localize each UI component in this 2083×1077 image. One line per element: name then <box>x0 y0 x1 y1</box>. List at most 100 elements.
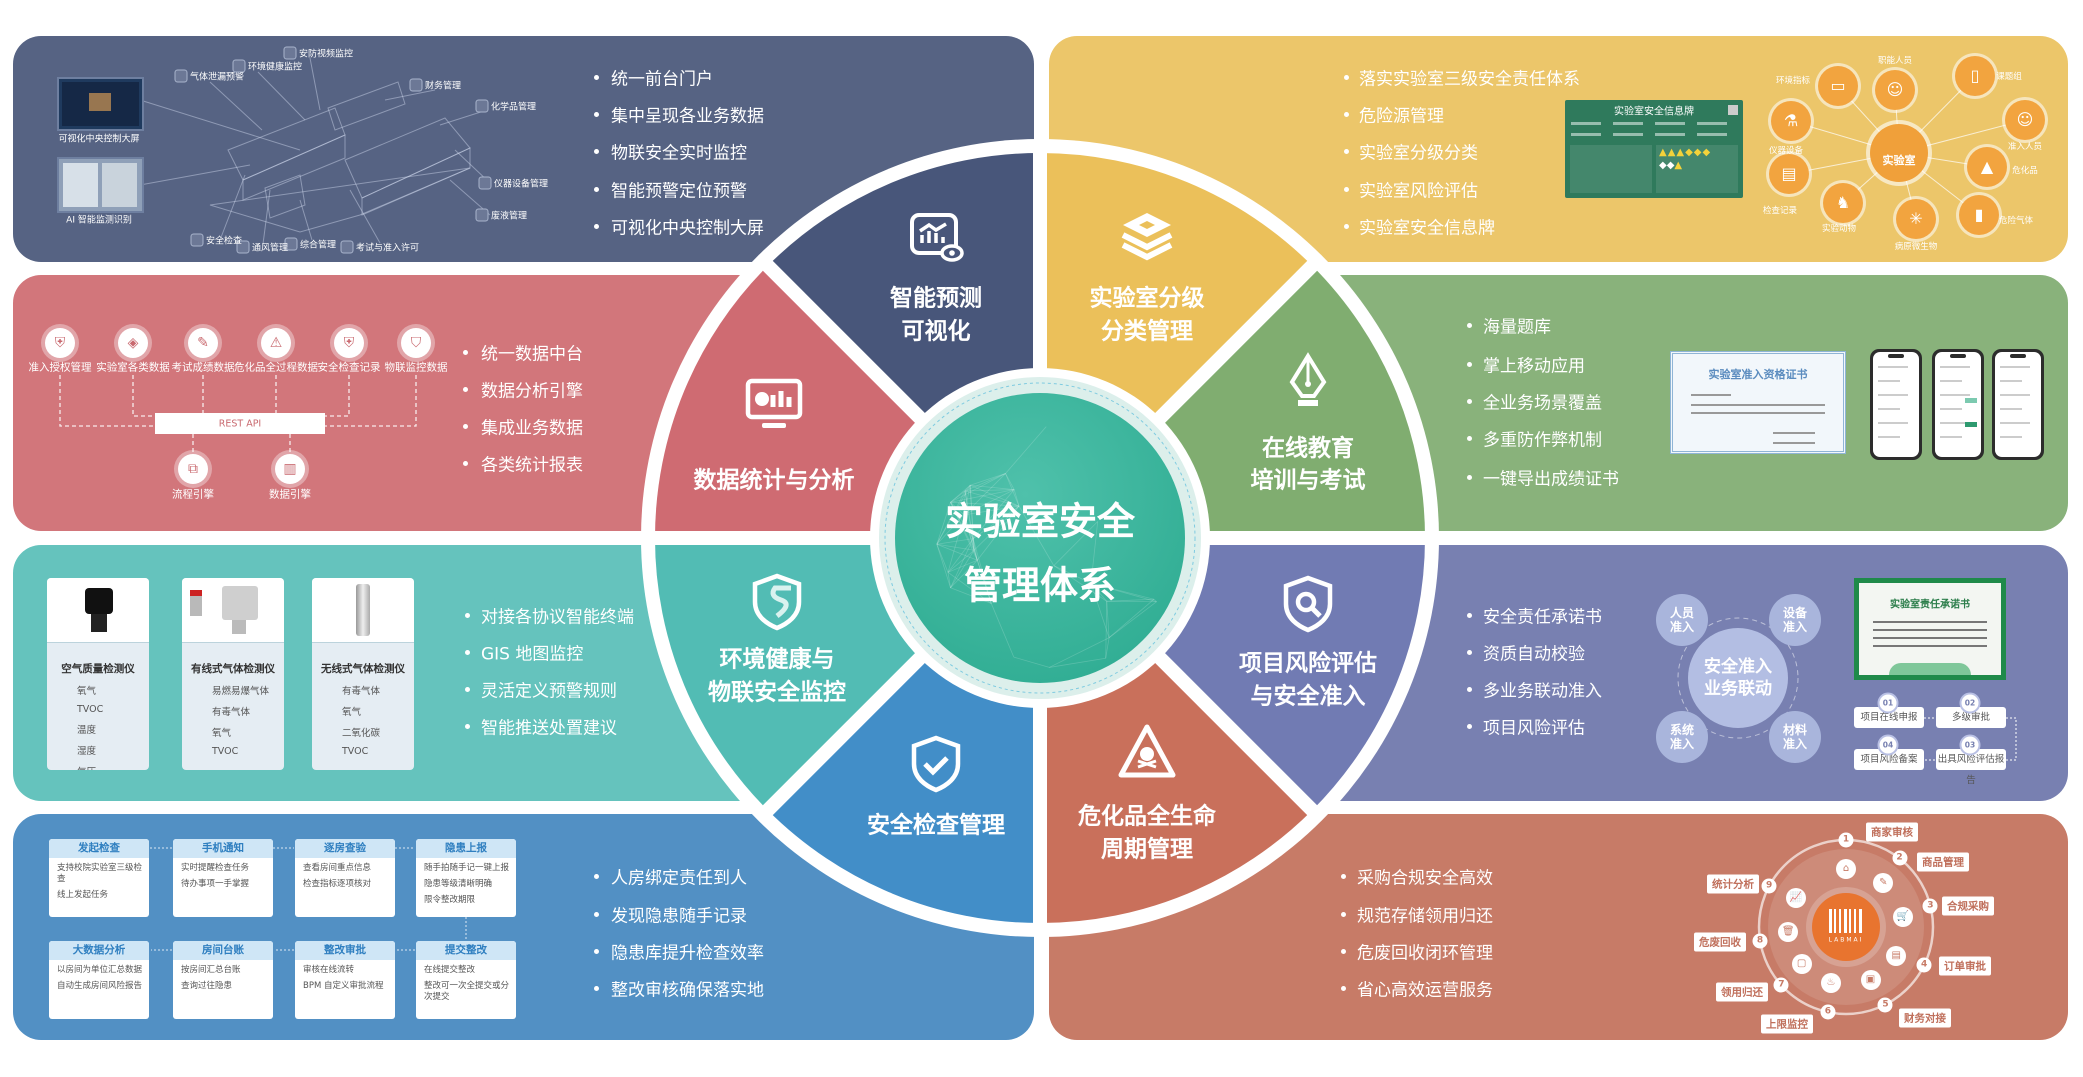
feature-bullet: 规范存储领用归还 <box>1357 906 1493 927</box>
bullet-dot <box>594 75 599 80</box>
module-title-line[interactable]: 周期管理 <box>1101 836 1193 863</box>
feature-bullet: 一键导出成绩证书 <box>1483 469 1619 490</box>
module-title-line[interactable]: 项目风险评估 <box>1239 650 1377 677</box>
device-card[interactable]: 空气质量检测仪氧气TVOC温度湿度气压 <box>47 578 149 770</box>
bullet-dot <box>1341 986 1346 991</box>
feature-bullet: 数据分析引擎 <box>481 381 583 402</box>
phone-content-line <box>1878 366 1908 368</box>
cycle-step-label[interactable]: 统计分析 <box>1707 874 1759 894</box>
admission-type-node: 设备准入 <box>1769 594 1821 646</box>
certificate-text-line <box>1691 404 1825 406</box>
wireframe-block <box>264 174 306 219</box>
phone-content-line <box>2000 408 2022 410</box>
connector-line <box>309 57 321 111</box>
connector-line <box>209 81 263 131</box>
module-title-line[interactable]: 可视化 <box>901 318 971 345</box>
admission-step[interactable]: 出具风险评估报告 <box>1936 749 2006 786</box>
phone-notch <box>1888 354 1904 358</box>
module-title-line[interactable]: 在线教育 <box>1262 435 1354 462</box>
shield-search-icon <box>1278 574 1338 634</box>
module-title-line[interactable]: 培训与考试 <box>1250 467 1366 494</box>
phone-content-line <box>1878 394 1908 396</box>
admission-type-label: 设备 <box>1782 606 1807 620</box>
cycle-step-icon: 🛒 <box>1893 906 1914 927</box>
cycle-step-label[interactable]: 财务对接 <box>1899 1008 1951 1028</box>
engine-label: 数据引擎 <box>269 488 311 501</box>
cycle-step-label[interactable]: 上限监控 <box>1761 1014 1813 1034</box>
module-node-icon <box>190 233 204 247</box>
certificate-text-line <box>1773 432 1815 434</box>
connector-line <box>219 174 246 241</box>
bullet-dot <box>465 650 470 655</box>
admission-step[interactable]: 项目风险备案 <box>1854 749 1924 770</box>
cycle-step-number: 3 <box>1922 898 1938 914</box>
cycle-step-label[interactable]: 合规采购 <box>1942 896 1994 916</box>
cycle-step-label[interactable]: 危废回收 <box>1694 932 1746 952</box>
module-title-line[interactable]: 危化品全生命 <box>1078 803 1216 830</box>
feature-bullet: 物联安全实时监控 <box>611 143 747 164</box>
cycle-step-label[interactable]: 订单审批 <box>1939 956 1991 976</box>
info-board-field <box>1697 122 1727 125</box>
wireframe-block <box>242 134 346 201</box>
device-metric: 有毒气体 <box>212 707 251 718</box>
module-title-line[interactable]: 智能预测 <box>890 285 982 312</box>
inspection-step-title: 房间台账 <box>173 941 273 960</box>
admission-step[interactable]: 项目在线申报 <box>1854 707 1924 728</box>
barcode-bar <box>1854 909 1856 933</box>
radial-node-label: 环境指标 <box>1775 76 1811 86</box>
module-title-line[interactable]: 实验室分级 <box>1089 285 1205 312</box>
admission-step[interactable]: 多级审批 <box>1936 707 2006 728</box>
device-name: 空气质量检测仪 <box>61 663 135 675</box>
inspection-step-item: 支持校院实验室三级检查 <box>57 863 143 884</box>
module-title-line[interactable]: 物联安全监控 <box>708 679 846 706</box>
inspection-step[interactable]: 隐患上报随手拍随手记一键上报隐患等级清晰明确限令整改期限 <box>416 839 516 917</box>
inspection-step[interactable]: 逐房查验查看房间重点信息检查指标逐项核对 <box>295 839 395 917</box>
feature-bullet: 多业务联动准入 <box>1483 681 1602 702</box>
inspection-step[interactable]: 手机通知实时提醒检查任务待办事项一手掌握 <box>173 839 273 917</box>
cycle-step-label[interactable]: 商品管理 <box>1917 852 1969 872</box>
inspection-step[interactable]: 发起检查支持校院实验室三级检查线上发起任务 <box>49 839 149 917</box>
inspection-step[interactable]: 大数据分析以房间为单位汇总数据自动生成房间风险报告 <box>49 941 149 1019</box>
inspection-step[interactable]: 提交整改在线提交整改整改可一次全提交或分次提交 <box>416 941 516 1019</box>
admission-type-label: 系统 <box>1669 723 1694 737</box>
module-title-line[interactable]: 数据统计与分析 <box>693 467 855 494</box>
phone-content-line <box>1940 394 1970 396</box>
module-title-line[interactable]: 与安全准入 <box>1250 683 1366 710</box>
phone-screen <box>1995 352 2041 457</box>
phone-content-line <box>1878 408 1900 410</box>
device-metric: 氧气 <box>342 707 362 718</box>
phone-button <box>1965 422 1977 427</box>
diagram-label: 考试与准入许可 <box>356 243 420 254</box>
bullet-dot <box>1344 187 1349 192</box>
feature-bullet: 智能预警定位预警 <box>611 181 747 202</box>
feature-bullet: 掌上移动应用 <box>1483 356 1585 377</box>
device-metric: 氧气 <box>77 686 97 697</box>
cycle-step-label[interactable]: 领用归还 <box>1716 982 1768 1002</box>
screen-label: 可视化中央控制大屏 <box>58 134 140 145</box>
phone-notch <box>1950 354 1966 358</box>
module-title-line[interactable]: 安全检查管理 <box>867 812 1005 839</box>
phone-button <box>1965 398 1977 403</box>
certificate-ornament <box>1889 663 1971 675</box>
certificate-text-line <box>1691 412 1825 414</box>
module-title-line[interactable]: 分类管理 <box>1101 318 1193 345</box>
bullet-dot <box>465 724 470 729</box>
inspection-step[interactable]: 房间台账按房间汇总台账查询过往隐患 <box>173 941 273 1019</box>
info-board-field <box>1655 122 1685 125</box>
engine-icon: ▥ <box>275 454 305 484</box>
data-source-icon: ◈ <box>118 328 148 358</box>
cycle-step-label[interactable]: 商家审核 <box>1866 822 1918 842</box>
bullet-dot <box>1341 912 1346 917</box>
chart-eye-icon <box>906 209 966 269</box>
module-node-icon <box>475 208 489 222</box>
shield-s-icon <box>747 572 807 632</box>
feature-bullet: 海量题库 <box>1483 317 1551 338</box>
phone-content-line <box>1940 422 1970 424</box>
radial-node-label: 检查记录 <box>1762 206 1798 216</box>
module-title-line[interactable]: 环境健康与 <box>719 646 835 673</box>
cycle-step-icon: 📈 <box>1785 888 1806 908</box>
certificate-text-line <box>1873 645 1987 647</box>
